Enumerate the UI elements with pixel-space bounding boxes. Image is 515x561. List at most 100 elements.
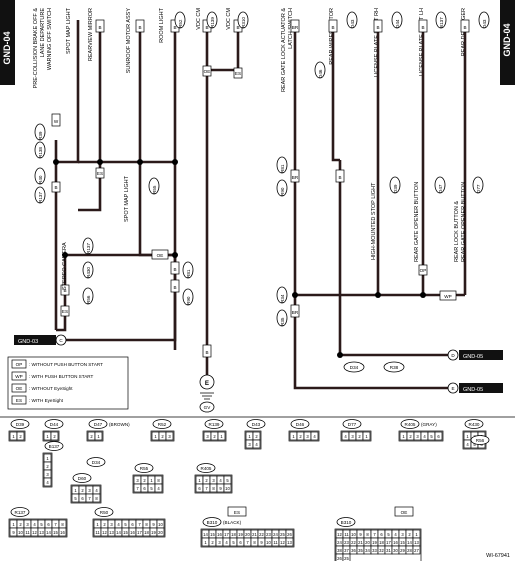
pin-number: 1 bbox=[365, 434, 368, 439]
pin-number: 9 bbox=[359, 532, 362, 537]
connector-note: (GRAY) bbox=[421, 422, 437, 427]
connector-tag bbox=[44, 419, 64, 429]
connector-tag bbox=[470, 435, 490, 445]
legend-text: : WITH EyeSight bbox=[29, 398, 64, 403]
code-box bbox=[51, 113, 61, 127]
tab-right-bg bbox=[500, 0, 515, 85]
pin-number: 25 bbox=[344, 556, 349, 561]
pin-number: 6 bbox=[437, 434, 440, 439]
right-wiring bbox=[293, 30, 467, 390]
wire-code: WP bbox=[444, 294, 451, 299]
tab-right: GND-04 bbox=[502, 23, 512, 56]
conn-label: D47 bbox=[438, 184, 443, 193]
ref-c-circle bbox=[55, 334, 67, 346]
connector-id: D46 bbox=[296, 422, 305, 427]
pin-number: 4 bbox=[225, 540, 228, 545]
wire-code: B bbox=[54, 185, 57, 190]
connector-tag bbox=[204, 419, 224, 429]
pin-number: 2 bbox=[81, 488, 84, 493]
connector-tag bbox=[336, 517, 356, 527]
splice bbox=[53, 159, 59, 165]
pin-number: 3 bbox=[212, 478, 215, 483]
pin-cell bbox=[50, 431, 59, 441]
pin-number: 11 bbox=[25, 530, 30, 535]
code-box bbox=[418, 264, 428, 276]
pin-number: 6 bbox=[143, 486, 146, 491]
conn-label: R52 bbox=[178, 19, 183, 28]
pin-number: 7 bbox=[136, 486, 139, 491]
pin-number: 18 bbox=[231, 532, 236, 537]
code-box bbox=[170, 261, 180, 275]
conn-label: R90 bbox=[280, 187, 285, 196]
pin-number: 5 bbox=[150, 486, 153, 491]
wire-code: ES bbox=[97, 171, 103, 176]
connector-id: D39 bbox=[16, 422, 25, 427]
gnd03-text: GND-03 bbox=[18, 339, 38, 345]
legend-text: : WITH PUSH BUTTON START bbox=[29, 374, 94, 379]
wire-code: ES bbox=[235, 71, 241, 76]
connector-note: (BROWN) bbox=[109, 422, 130, 427]
pin-number: 24 bbox=[337, 540, 342, 545]
pin-number: 5 bbox=[226, 478, 229, 483]
pin-number: 6 bbox=[198, 486, 201, 491]
pin-number: 6 bbox=[239, 540, 242, 545]
pin-number: 6 bbox=[81, 496, 84, 501]
label-rear-gate-opener: REAR GATE OPENER BUTTON bbox=[414, 182, 420, 262]
pin-number: 9 bbox=[12, 530, 15, 535]
pin-number: 18 bbox=[379, 540, 384, 545]
legend-text: : WITHOUT PUSH BUTTON START bbox=[29, 362, 103, 367]
code-box bbox=[170, 279, 180, 293]
pin-number: 5 bbox=[74, 496, 77, 501]
left-connectors: R39 R138 R40 R137 R137 R430 R56 R81 R90 … bbox=[34, 11, 249, 306]
pin-number: 15 bbox=[210, 532, 215, 537]
wire-code: B bbox=[376, 25, 379, 30]
pin-number: 2 bbox=[53, 434, 56, 439]
connector-id: R405 bbox=[201, 466, 212, 471]
code-box bbox=[60, 305, 70, 317]
pin-number: 4 bbox=[157, 486, 160, 491]
pin-number: 5 bbox=[387, 532, 390, 537]
code-box bbox=[460, 19, 470, 33]
ref-e-circle bbox=[447, 382, 459, 394]
pin-number: 1 bbox=[12, 434, 15, 439]
pin-number: 27 bbox=[414, 548, 419, 553]
connector-tag bbox=[202, 517, 222, 527]
pin-number: 3 bbox=[168, 434, 171, 439]
pin-number: 2 bbox=[299, 434, 302, 439]
connector-tag bbox=[94, 507, 114, 517]
wire-code: OE bbox=[204, 69, 211, 74]
wire-code: OP bbox=[420, 268, 427, 273]
connector-id: D44 bbox=[50, 422, 59, 427]
connector-tag bbox=[44, 441, 64, 451]
connector-id: R52 bbox=[158, 422, 167, 427]
splice bbox=[172, 252, 178, 258]
wire-code: OE bbox=[157, 253, 164, 258]
pin-number: 9 bbox=[152, 522, 155, 527]
pin-cell bbox=[43, 477, 52, 487]
splice bbox=[375, 292, 381, 298]
conn-label: R56 bbox=[86, 295, 91, 304]
pin-number: 19 bbox=[151, 530, 156, 535]
pin-number: 8 bbox=[366, 532, 369, 537]
connector-id: D77 bbox=[348, 422, 357, 427]
pin-number: 15 bbox=[123, 530, 128, 535]
gv-circle bbox=[199, 374, 215, 390]
label-spot-map-light-top: SPOT MAP LIGHT bbox=[66, 7, 72, 54]
code-box bbox=[328, 19, 338, 33]
pin-number: 4 bbox=[466, 442, 469, 447]
splice bbox=[420, 292, 426, 298]
legend-box bbox=[7, 356, 129, 410]
pin-number: 1 bbox=[150, 478, 153, 483]
connector-tag bbox=[88, 419, 108, 429]
connector-id: R137 bbox=[15, 510, 26, 515]
pin-number: 2 bbox=[143, 478, 146, 483]
pin-number: 20 bbox=[365, 540, 370, 545]
code-box bbox=[335, 169, 345, 183]
pin-number: 11 bbox=[95, 530, 100, 535]
pin-number: 12 bbox=[102, 530, 107, 535]
pin-number: 30 bbox=[393, 548, 398, 553]
pin-number: 36 bbox=[351, 548, 356, 553]
conn-label: D44 bbox=[395, 19, 400, 28]
